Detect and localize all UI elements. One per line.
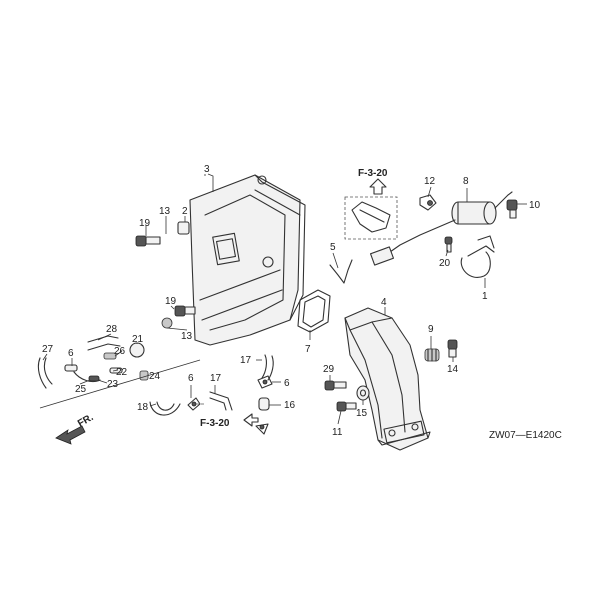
callout-16: 16	[284, 400, 296, 411]
reference-label-bottom: F-3-20	[200, 418, 230, 429]
bolt-part	[336, 401, 357, 412]
callout-11: 11	[332, 427, 343, 438]
diagram-code: ZW07—E1420C	[489, 430, 562, 441]
reference-callout-top	[344, 178, 398, 240]
callout-20: 20	[439, 258, 451, 269]
hose-part	[209, 391, 233, 411]
direction-label: FR.	[76, 412, 96, 430]
callout-labels: 3 2 13 19 19 13 5 7 4 12 8 10 20 1 9 14 …	[42, 164, 541, 438]
callout-23: 23	[107, 379, 119, 390]
callout-26: 26	[114, 346, 126, 357]
guide-lines	[39, 359, 204, 409]
callout-17: 17	[210, 373, 222, 384]
callout-4: 4	[381, 297, 387, 308]
callout-10: 10	[529, 200, 541, 211]
clip-part	[419, 194, 437, 211]
callout-13: 13	[159, 206, 171, 217]
callout-13: 13	[181, 331, 193, 342]
direction-arrow	[55, 425, 86, 445]
callout-14: 14	[447, 364, 459, 375]
callout-25: 25	[75, 384, 87, 395]
cover-part	[189, 174, 306, 346]
callout-1: 1	[482, 291, 488, 302]
callout-6: 6	[68, 348, 74, 359]
callout-22: 22	[116, 367, 128, 378]
callout-27: 27	[42, 344, 54, 355]
washer-part	[161, 317, 173, 329]
reference-callout-bottom	[243, 413, 269, 435]
clip-part	[257, 375, 273, 389]
gasket-part	[297, 289, 331, 333]
collar-part	[177, 221, 190, 235]
callout-28: 28	[106, 324, 118, 335]
callout-18: 18	[137, 402, 149, 413]
callout-24: 24	[149, 371, 161, 382]
hose-part	[149, 401, 181, 416]
screw-part	[444, 236, 453, 253]
callout-21: 21	[132, 334, 144, 345]
callout-6: 6	[188, 373, 194, 384]
callout-5: 5	[330, 242, 336, 253]
bolt-part	[135, 235, 161, 247]
callout-15: 15	[356, 408, 368, 419]
callout-12: 12	[424, 176, 436, 187]
callout-7: 7	[305, 344, 311, 355]
bolt-part	[447, 339, 458, 358]
callout-19: 19	[139, 218, 151, 229]
intake-duct-part	[344, 307, 431, 451]
callout-6: 6	[284, 378, 290, 389]
callout-8: 8	[463, 176, 469, 187]
callout-29: 29	[323, 364, 335, 375]
callout-9: 9	[428, 324, 434, 335]
bolt-part	[174, 305, 196, 317]
callout-3: 3	[204, 164, 210, 175]
bolt-part	[506, 199, 518, 219]
clip-part	[329, 259, 353, 284]
callout-2: 2	[182, 206, 188, 217]
tube-part	[258, 397, 270, 411]
sensor-part	[370, 191, 513, 266]
reference-label-top: F-3-20	[358, 168, 388, 179]
callout-19: 19	[165, 296, 177, 307]
bracket-part	[460, 235, 495, 278]
callout-17: 17	[240, 355, 252, 366]
leader-lines	[42, 173, 527, 425]
grommet-part	[424, 348, 440, 362]
washer-part	[356, 385, 370, 401]
bolt-part	[324, 380, 347, 391]
